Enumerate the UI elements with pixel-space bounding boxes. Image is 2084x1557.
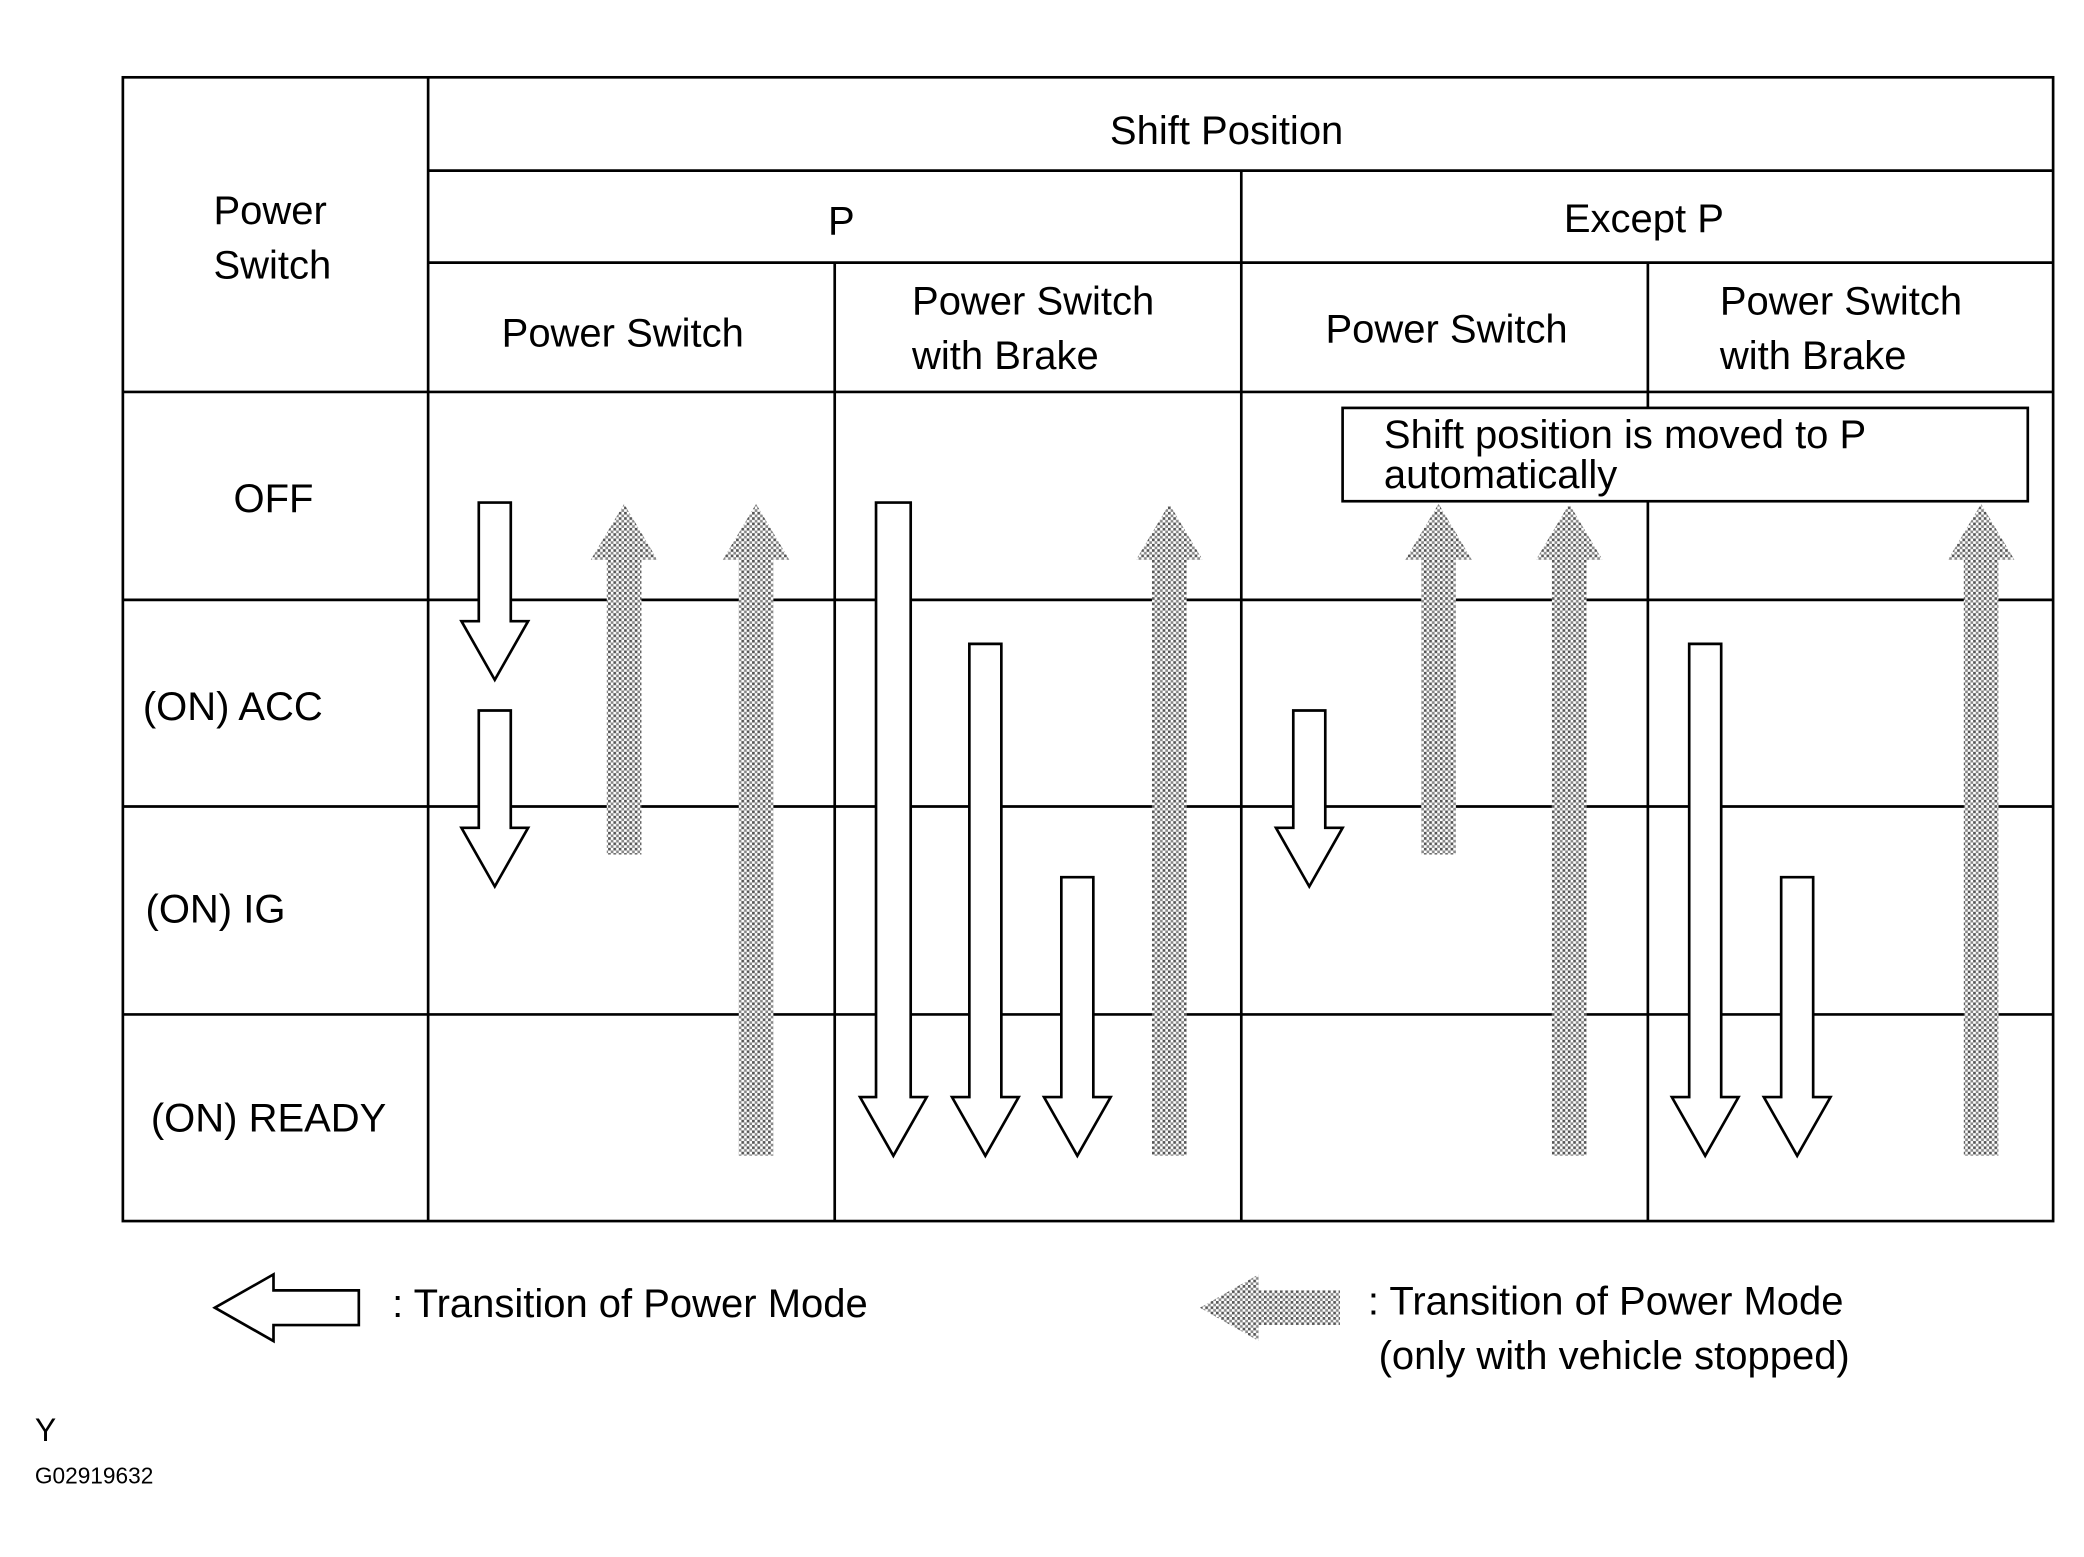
power-switch-header-line2: Switch	[214, 244, 332, 288]
footer-code: G02919632	[35, 1463, 153, 1489]
legend-white-arrow-label: : Transition of Power Mode	[392, 1282, 868, 1326]
down-transition-arrow	[1041, 875, 1113, 1159]
shift-position-header: Shift Position	[1110, 109, 1343, 153]
down-transition-arrow	[1273, 709, 1345, 890]
legend-shaded-arrow-icon	[1199, 1274, 1340, 1342]
sub-header-power-switch-brake-except-line2: with Brake	[1719, 334, 1907, 378]
row-label-off: OFF	[234, 477, 314, 521]
down-transition-arrow	[459, 501, 531, 683]
up-transition-arrow-vehicle-stopped	[1135, 503, 1203, 1156]
up-transition-arrow-vehicle-stopped	[590, 503, 658, 855]
up-transition-arrow-vehicle-stopped	[1535, 503, 1603, 1156]
transition-arrows	[459, 501, 2015, 1159]
sub-header-power-switch-brake-except-line1: Power Switch	[1720, 280, 1962, 324]
power-switch-header-line1: Power	[214, 189, 327, 233]
legend-white-arrow-icon	[212, 1272, 361, 1344]
down-transition-arrow	[949, 642, 1021, 1159]
sub-header-power-switch-brake-p-line2: with Brake	[911, 334, 1099, 378]
note-line1: Shift position is moved to P	[1384, 413, 1866, 457]
legend-shaded-arrow-label-line2: (only with vehicle stopped)	[1379, 1334, 1850, 1378]
down-transition-arrow	[1761, 875, 1833, 1159]
row-label-ig: (ON) IG	[146, 887, 286, 931]
except-p-header: Except P	[1564, 197, 1724, 241]
row-label-ready: (ON) READY	[151, 1097, 386, 1141]
sub-header-power-switch-brake-p-line1: Power Switch	[912, 280, 1154, 324]
up-transition-arrow-vehicle-stopped	[1405, 503, 1472, 855]
note-line2: automatically	[1384, 453, 1617, 497]
down-transition-arrow	[1669, 642, 1741, 1159]
table-grid	[121, 75, 2055, 1223]
note-box	[1341, 406, 2030, 503]
down-transition-arrow	[459, 709, 531, 890]
up-transition-arrow-vehicle-stopped	[722, 503, 790, 1156]
up-transition-arrow-vehicle-stopped	[1947, 503, 2015, 1156]
row-label-acc: (ON) ACC	[143, 685, 323, 729]
down-transition-arrow	[857, 501, 929, 1159]
sub-header-power-switch-except: Power Switch	[1325, 308, 1567, 352]
legend-shaded-arrow-label-line1: : Transition of Power Mode	[1368, 1279, 1844, 1323]
footer-letter: Y	[35, 1412, 56, 1448]
sub-header-power-switch-p: Power Switch	[502, 312, 744, 356]
p-header: P	[828, 200, 855, 244]
